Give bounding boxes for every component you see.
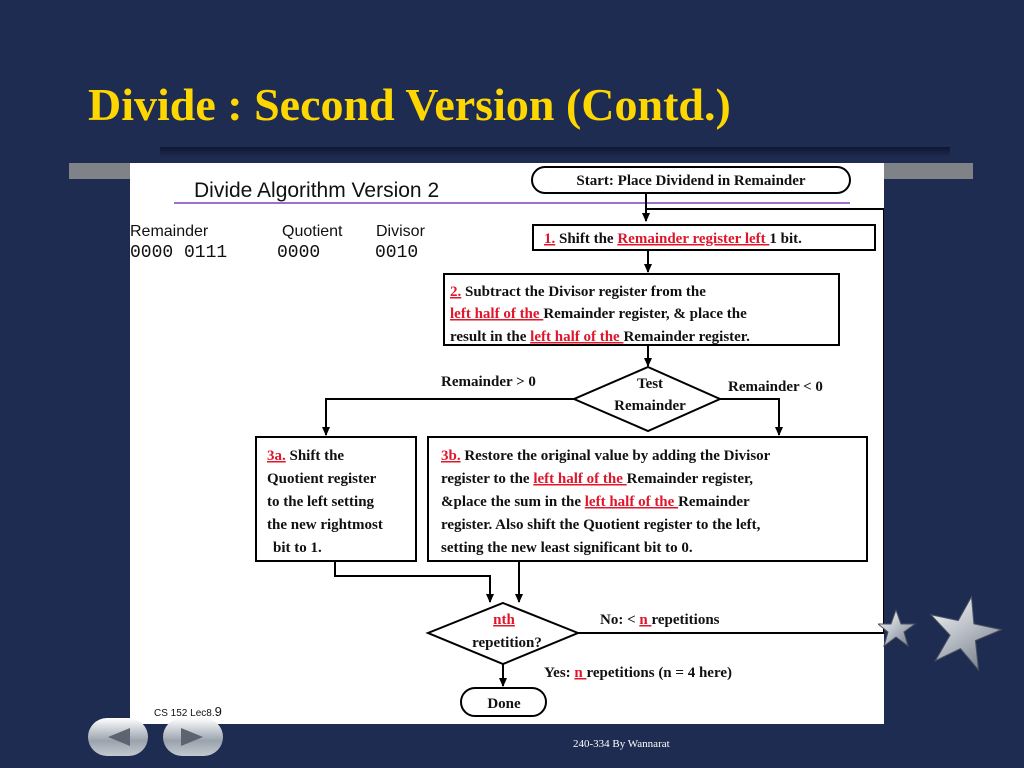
arrow-test-step3a xyxy=(322,398,574,436)
test-label-line1: Test xyxy=(637,376,663,392)
diagram-heading: Divide Algorithm Version 2 xyxy=(194,179,439,202)
remainder-value: 0000 0111 xyxy=(130,243,227,263)
left-arrow-icon xyxy=(108,728,130,746)
step3a-line5: bit to 1. xyxy=(273,540,322,556)
step3b-box xyxy=(427,436,868,562)
yes-branch-label: Yes: n repetitions (n = 4 here) xyxy=(544,665,732,681)
step3a-line4: the new rightmost xyxy=(267,517,383,533)
step2-line2: left half of the Remainder register, & p… xyxy=(450,306,747,322)
test-remainder-decision xyxy=(571,365,723,433)
done-node xyxy=(460,687,547,717)
footer-credit: 240-334 By Wannarat xyxy=(573,738,670,750)
step1-box xyxy=(532,224,876,251)
rep-label-line2: repetition? xyxy=(472,635,542,651)
arrow-step3a-rep xyxy=(334,561,494,603)
step2-box xyxy=(443,273,840,346)
step2-line3: result in the left half of the Remainder… xyxy=(450,329,750,345)
step3a-line1: 3a. Shift the xyxy=(267,448,344,464)
loop-back-line xyxy=(578,208,884,634)
remainder-label: Remainder xyxy=(130,223,209,240)
left-accent-bar xyxy=(69,163,130,179)
step3b-line2: register to the left half of the Remaind… xyxy=(441,471,753,487)
quotient-label: Quotient xyxy=(282,223,343,240)
step3b-line4: register. Also shift the Quotient regist… xyxy=(441,517,761,533)
right-accent-bar xyxy=(884,163,973,179)
rep-label-line1: nth xyxy=(493,612,515,628)
start-label: Start: Place Dividend in Remainder xyxy=(576,173,805,189)
branch-left-label: Remainder > 0 xyxy=(441,374,536,390)
step1-text: 1. Shift the Remainder register left 1 b… xyxy=(544,231,802,247)
branch-right-label: Remainder < 0 xyxy=(728,379,823,395)
arrow-test-step3b xyxy=(720,398,783,436)
step3a-box xyxy=(255,436,417,562)
step3b-line5: setting the new least significant bit to… xyxy=(441,540,693,556)
step2-line1: 2. Subtract the Divisor register from th… xyxy=(450,284,706,300)
right-arrow-icon xyxy=(181,728,203,746)
star-icon-decoration xyxy=(878,595,1003,672)
slide-title: Divide : Second Version (Contd.) xyxy=(88,79,731,130)
title-underline xyxy=(160,147,950,157)
star-icon-large xyxy=(929,595,1003,672)
divisor-label: Divisor xyxy=(376,223,426,240)
next-slide-button[interactable] xyxy=(163,718,223,756)
step3b-line1: 3b. Restore the original value by adding… xyxy=(441,448,771,464)
test-label-line2: Remainder xyxy=(614,398,686,414)
start-node xyxy=(531,166,851,194)
slide-reference: CS 152 Lec8.9 xyxy=(154,704,222,719)
algorithm-diagram: Divide Algorithm Version 2 Remainder Quo… xyxy=(130,163,884,724)
star-icon-small xyxy=(878,608,917,648)
step3a-line2: Quotient register xyxy=(267,471,377,487)
divisor-value: 0010 xyxy=(375,243,418,263)
step3b-line3: &place the sum in the left half of the R… xyxy=(441,494,750,510)
step3a-line3: to the left setting xyxy=(267,494,375,510)
quotient-value: 0000 xyxy=(277,243,320,263)
no-branch-label: No: < n repetitions xyxy=(600,612,720,628)
done-label: Done xyxy=(487,696,521,712)
prev-slide-button[interactable] xyxy=(88,718,148,756)
